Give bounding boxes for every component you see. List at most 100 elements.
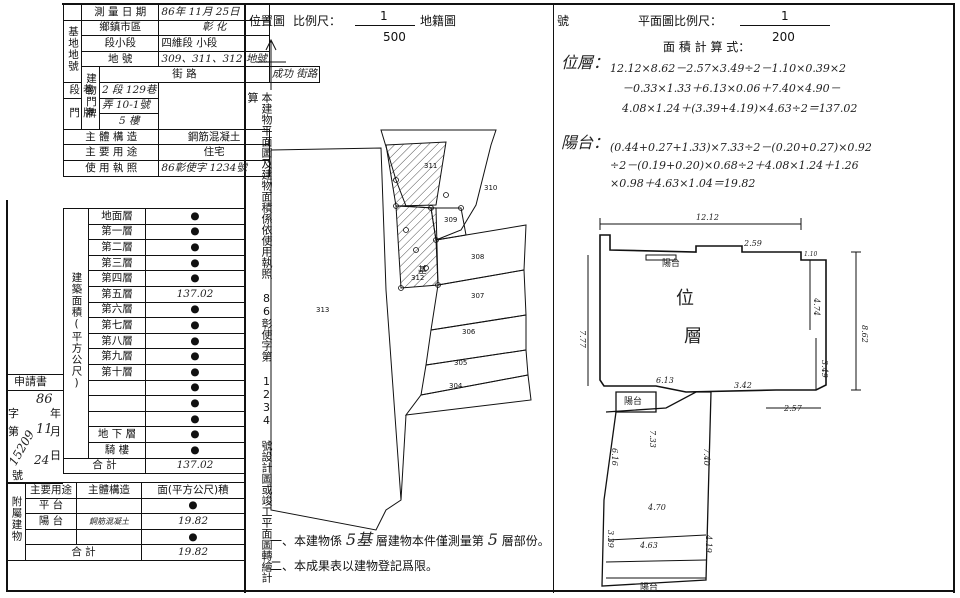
floor-area-value: ● — [145, 270, 245, 287]
calc-main-label: 位層： — [561, 53, 610, 72]
dim-2-57: 2.57 — [783, 404, 803, 413]
calc-balcony-line-1: (0.44+0.27+1.33)×7.33÷2－(0.20+0.27)×0.92 — [610, 141, 872, 154]
street-label: 街 路 — [99, 66, 270, 83]
floor-area-value: 137.02 — [145, 285, 245, 303]
floor-area-value: ● — [145, 239, 245, 256]
balcony-label-mid: 陽台 — [624, 395, 642, 407]
application-label: 申請書 — [14, 375, 47, 388]
bottom-border — [6, 590, 954, 592]
note1-floors: 5基 — [345, 530, 373, 549]
note1-mid: 層建物本件僅測量第 — [375, 534, 484, 548]
dim-3-39: 3.39 — [606, 530, 615, 548]
calc-balcony-line-3: ×0.98＋4.63×1.04＝19.82 — [610, 177, 756, 190]
city-label: 鄉鎮市區 — [80, 19, 160, 37]
dim-8-62: 8.62 — [860, 325, 869, 343]
lot-label-307: 307 — [471, 292, 484, 300]
calc-balcony-line-2: ÷2－(0.19+0.20)×0.68÷2＋4.08×1.24＋1.26 — [610, 159, 859, 172]
license-value: 86彰使字 1234號 — [158, 159, 270, 177]
application-no-label: 號 — [12, 469, 23, 482]
lot-value: 309、311、312 地號 — [158, 50, 270, 68]
plan-scale-bar — [740, 25, 830, 26]
floor-name: 第十層 — [88, 363, 146, 381]
dim-3-49: 3.49 — [820, 360, 829, 378]
floor-name: 地 下 層 — [88, 426, 146, 443]
dim-3-42: 3.42 — [734, 381, 752, 390]
floor-area-value: ● — [145, 317, 245, 334]
application-word: 字 — [8, 407, 19, 420]
use-label: 主 要 用 途 — [62, 144, 160, 161]
floor-area-value: ● — [145, 348, 245, 365]
floor-label-1: 位 — [676, 288, 694, 309]
survey-date-label-cell — [63, 4, 82, 21]
annex-row-name: 陽 台 — [25, 513, 77, 530]
floor-name: 騎 樓 — [88, 441, 146, 459]
floor-name: 地面層 — [88, 208, 146, 225]
floor-label-2: 層 — [684, 326, 702, 347]
floor-area-value: ● — [145, 223, 245, 241]
main-floor-outline — [599, 234, 827, 393]
floor-name: 第四層 — [88, 270, 146, 287]
plan-scale-label: 平面圖比例尺： — [638, 14, 723, 28]
section-label: 段小段 — [80, 35, 160, 52]
lot-313-outline — [270, 147, 402, 531]
dim-4-74: 4.74 — [812, 297, 821, 316]
annex-row-name — [25, 528, 77, 546]
divider-main — [244, 3, 246, 593]
application-divider — [6, 390, 63, 391]
plan-number-label: 號 — [557, 14, 570, 28]
form-top-border — [62, 3, 244, 5]
annex-struct-label: 主體構造 — [76, 482, 142, 499]
lot-label-312: 312 — [411, 274, 424, 282]
lot-label-309: 309 — [444, 216, 457, 224]
application-year-label: 年 — [50, 407, 61, 420]
annex-row-name: 平 台 — [25, 497, 77, 515]
floor-area-value: ● — [145, 254, 245, 272]
note1-target: 5 — [487, 530, 498, 549]
annex-row-struct — [76, 528, 142, 546]
base-label: 基地地號 — [63, 19, 82, 83]
annex-row-value: ● — [141, 528, 245, 546]
calc-main-line-2: －0.33×1.33＋6.13×0.06＋7.40×4.90－ — [622, 82, 841, 95]
annex-row-struct: 鋼筋混凝土 — [76, 513, 142, 530]
floor-name: 第八層 — [88, 332, 146, 350]
application-first: 第 — [8, 425, 19, 438]
dim-7-77: 7.77 — [578, 330, 587, 349]
floor-name: 第六層 — [88, 301, 146, 319]
floor-area-value: ● — [145, 441, 245, 459]
note-1: 一、本建物係 5基 層建物本件僅測量第 5 層部份。 — [270, 526, 550, 550]
floor-area-value: ● — [145, 410, 245, 428]
lot-304-outline — [404, 374, 532, 416]
floor-name — [88, 379, 146, 397]
floor-plan: 12.12 8.62 2.57 3.49 7.77 4.74 6.13 3.42… — [578, 213, 869, 593]
lot-label-308: 308 — [471, 253, 484, 261]
dim-7-40: 7.40 — [702, 448, 711, 466]
floor-name: 第三層 — [88, 254, 146, 272]
floor-name: 第七層 — [88, 317, 146, 334]
annex-row-struct — [76, 497, 142, 515]
wing-outline — [601, 391, 712, 587]
form-left-border — [6, 200, 8, 590]
license-label: 使 用 執 照 — [62, 159, 160, 177]
property-info-table: 測 量 日 期 86年 11月 25日 基地地號 鄉鎮市區 彰 化 段小段 四維… — [62, 4, 321, 177]
location-map: 311 310 309 308 312 307 313 306 305 304 … — [256, 38, 532, 531]
area-label: 建築面積(平方公尺) — [63, 208, 89, 459]
floor-name: 第五層 — [88, 285, 146, 303]
lot-label-304: 304 — [449, 382, 463, 390]
survey-date-label: 測 量 日 期 — [80, 4, 160, 21]
annex-total-label: 合 計 — [25, 544, 142, 561]
floor-area-value: ● — [145, 363, 245, 381]
floor-name — [88, 410, 146, 428]
lane-value: 2 段 129巷 — [98, 81, 160, 99]
application-year: 86 — [36, 392, 53, 407]
floor-area-value: ● — [145, 301, 245, 319]
lot-label-306: 306 — [462, 328, 476, 336]
cadastral-label: 地籍圖 — [420, 14, 457, 28]
city-value: 彰 化 — [158, 19, 270, 37]
application-day-label: 日 — [50, 449, 61, 462]
annex-total-value: 19.82 — [141, 544, 245, 561]
lot-label-311: 311 — [424, 162, 437, 170]
lot-311-outline — [385, 141, 447, 207]
dim-1-10: 1.10 — [804, 251, 818, 258]
floor-area-value: ● — [145, 379, 245, 397]
divider-plan — [553, 3, 554, 593]
